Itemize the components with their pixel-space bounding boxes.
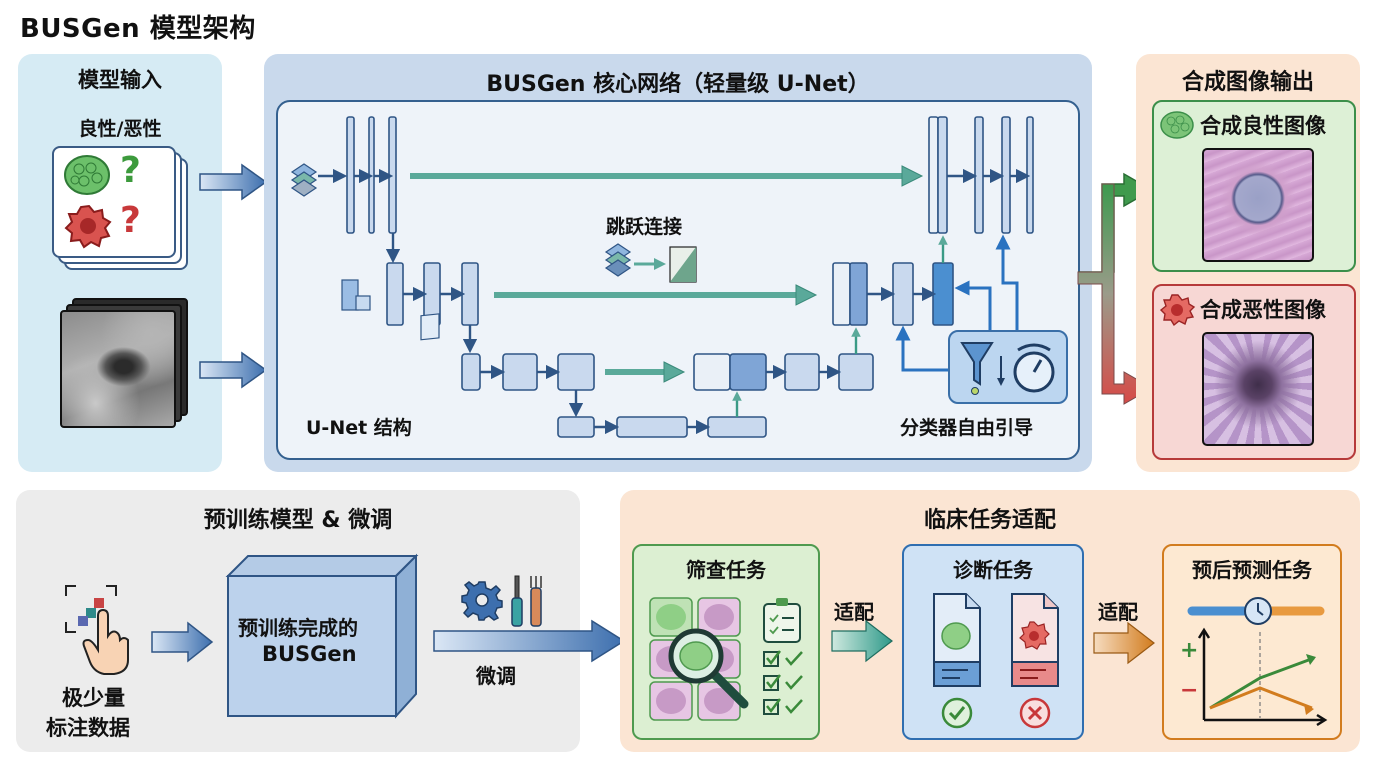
benign-output-label: 合成良性图像 <box>1200 114 1326 138</box>
skip-connections <box>410 165 924 383</box>
page-title: BUSGen 模型架构 <box>20 14 256 44</box>
class-label: 良性/恶性 <box>78 118 162 140</box>
decoder-level-3 <box>693 353 874 391</box>
annotation-touch-icon <box>65 585 129 675</box>
question-mark-icon: ? <box>120 200 141 241</box>
clinical-panel-title: 临床任务适配 <box>923 508 1056 533</box>
tool-icon <box>530 576 542 627</box>
input-arrow-bottom <box>199 351 268 389</box>
core-network-title: BUSGen 核心网络（轻量级 U-Net） <box>486 72 870 97</box>
data-to-model-arrow <box>151 621 214 663</box>
skip-connection-label: 跳跃连接 <box>606 216 683 238</box>
unet-structure-label: U-Net 结构 <box>306 417 412 439</box>
adapt-label-1: 适配 <box>834 600 874 624</box>
decoder-level-2 <box>832 262 954 326</box>
output-panel: 合成图像输出 合成良性图像 合成恶性图像 <box>1136 54 1360 472</box>
check-circle-icon <box>941 697 973 729</box>
decoder-level-1 <box>928 116 1034 234</box>
gear-icon <box>461 581 503 621</box>
annotated-data-label-line2: 标注数据 <box>46 716 130 740</box>
malignant-output-label: 合成恶性图像 <box>1200 298 1326 322</box>
malignant-cell-icon <box>1159 294 1196 327</box>
screening-task-card: 筛查任务 <box>632 544 820 740</box>
finetune-label: 微调 <box>476 664 516 688</box>
prognosis-task-card: 预后预测任务 + − <box>1162 544 1342 740</box>
benign-output-card: 合成良性图像 <box>1152 100 1356 272</box>
pretrain-panel-title: 预训练模型 & 微调 <box>203 508 393 533</box>
malignant-output-card: 合成恶性图像 <box>1152 284 1356 460</box>
synthetic-benign-image <box>1202 148 1314 262</box>
pretrained-model-label-line2: BUSGen <box>262 642 357 666</box>
screwdriver-icon <box>511 575 523 627</box>
diagnosis-task-label: 诊断任务 <box>953 558 1033 582</box>
down-arrow-icon <box>997 356 1005 386</box>
benign-report-icon <box>933 593 981 687</box>
annotated-data-label-line1: 极少量 <box>62 686 125 710</box>
prognosis-task-label: 预后预测任务 <box>1192 558 1312 582</box>
input-panel: 模型输入 良性/恶性 ? ? <box>18 54 222 472</box>
malignant-report-icon <box>1011 593 1059 687</box>
malignant-cell-icon <box>64 204 112 249</box>
pretrained-model-label-line1: 预训练完成的 <box>238 616 358 640</box>
input-arrow-top <box>199 163 268 201</box>
question-mark-icon: ? <box>120 150 141 191</box>
timeline-slider <box>1187 597 1325 625</box>
synthetic-malignant-image <box>1202 332 1314 446</box>
guidance-connections <box>895 234 1019 372</box>
input-panel-title: 模型输入 <box>78 68 162 92</box>
benign-cell-icon <box>64 155 110 195</box>
conv-block-icon <box>341 279 371 311</box>
funnel-icon <box>960 342 994 395</box>
classifier-free-guidance-label: 分类器自由引导 <box>900 417 1034 439</box>
feature-layers-icon <box>290 163 318 197</box>
bottleneck <box>557 416 767 438</box>
diagnosis-task-card: 诊断任务 <box>902 544 1084 740</box>
benign-cell-icon <box>1160 111 1194 139</box>
checklist-icon <box>763 598 803 715</box>
screening-task-label: 筛查任务 <box>686 558 766 582</box>
adapt-arrow-1 <box>831 619 893 663</box>
feature-map-icon <box>420 313 440 341</box>
minus-label: − <box>1180 678 1199 703</box>
pretrained-model-box <box>225 553 419 719</box>
magnifier-icon <box>668 628 749 709</box>
gauge-icon <box>1013 343 1055 393</box>
cross-circle-icon <box>1019 697 1051 729</box>
adapt-label-2: 适配 <box>1098 600 1138 624</box>
classifier-free-guidance-box <box>948 330 1068 404</box>
skip-connection-icon <box>604 243 697 283</box>
output-panel-title: 合成图像输出 <box>1181 70 1314 95</box>
finetune-arrow <box>433 619 626 663</box>
prognosis-chart-icon <box>1197 627 1328 727</box>
plus-label: + <box>1180 638 1199 663</box>
adapt-arrow-2 <box>1093 621 1155 665</box>
